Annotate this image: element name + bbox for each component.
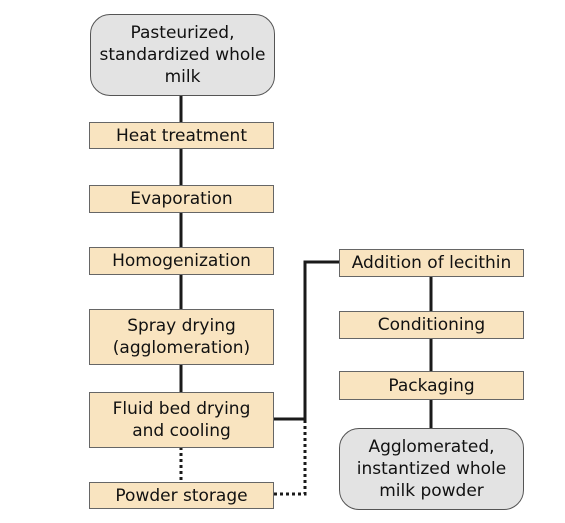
step-homogenization: Homogenization [89, 247, 274, 275]
step-packaging-label: Packaging [388, 375, 475, 396]
step-conditioning-label: Conditioning [377, 315, 486, 335]
step-conditioning: Conditioning [339, 311, 524, 339]
step-fluid-bed-drying: Fluid bed drying and cooling [89, 392, 274, 448]
step-evaporation-label: Evaporation [130, 189, 233, 209]
step-spray-drying: Spray drying (agglomeration) [89, 309, 274, 365]
step-addition-of-lecithin-label: Addition of lecithin [351, 253, 512, 273]
end-node-label: Agglomerated, instantized whole milk pow… [356, 437, 507, 501]
step-homogenization-label: Homogenization [112, 251, 251, 271]
connector-storage-lecithin-dotted [274, 420, 307, 496]
step-packaging: Packaging [339, 371, 524, 400]
step-heat-treatment: Heat treatment [89, 122, 274, 149]
start-node: Pasteurized, standardized whole milk [90, 14, 275, 96]
step-fluid-bed-drying-label: Fluid bed drying and cooling [112, 399, 251, 441]
step-evaporation: Evaporation [89, 185, 274, 213]
step-heat-treatment-label: Heat treatment [115, 125, 247, 146]
step-addition-of-lecithin: Addition of lecithin [339, 249, 524, 277]
connector-fluidbed-lecithin [274, 260, 339, 421]
end-node: Agglomerated, instantized whole milk pow… [339, 428, 524, 510]
start-node-label: Pasteurized, standardized whole milk [99, 23, 266, 87]
step-powder-storage-label: Powder storage [115, 485, 248, 506]
step-powder-storage: Powder storage [89, 482, 274, 509]
step-spray-drying-label: Spray drying (agglomeration) [112, 316, 251, 358]
